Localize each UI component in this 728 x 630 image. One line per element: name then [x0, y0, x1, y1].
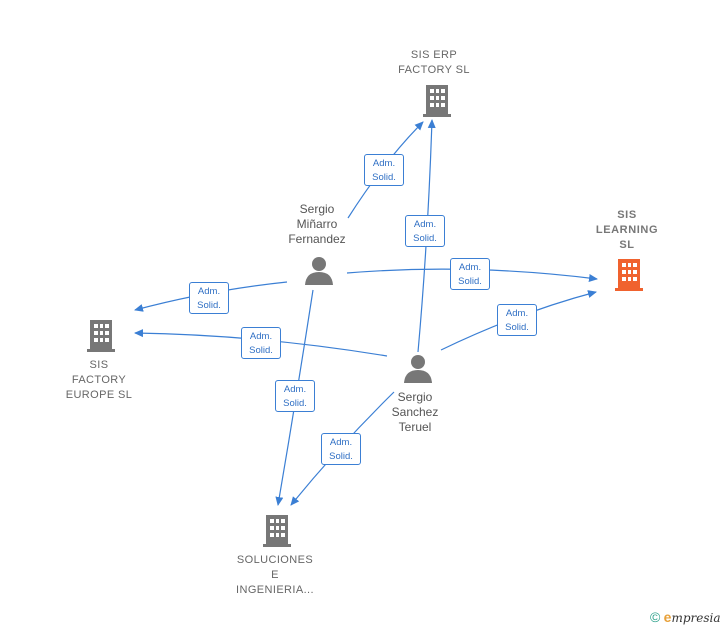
edge-label-minarro-erp: Adm. Solid.	[364, 154, 404, 186]
edge-label-sanchez-factory: Adm. Solid.	[241, 327, 281, 359]
node-label-sergio-minarro[interactable]: Sergio Miñarro Fernandez	[288, 202, 346, 246]
edge-label-sanchez-erp: Adm. Solid.	[405, 215, 445, 247]
empresia-logo-text: mpresia	[671, 611, 721, 625]
copyright-icon: ©	[650, 609, 661, 625]
person-icon	[305, 257, 333, 285]
node-label-soluciones[interactable]: SOLUCIONES E INGENIERIA...	[236, 554, 314, 596]
edge-label-sanchez-learning: Adm. Solid.	[497, 304, 537, 336]
node-label-sergio-sanchez[interactable]: Sergio Sanchez Teruel	[391, 390, 439, 434]
empresia-logo-initial: e	[663, 609, 672, 625]
building-icon	[87, 320, 115, 352]
empresia-watermark[interactable]: © empresia	[650, 609, 721, 625]
node-label-sis-factory-europe[interactable]: SIS FACTORY EUROPE SL	[65, 359, 133, 401]
building-icon	[615, 259, 643, 291]
edge-label-minarro-factory: Adm. Solid.	[189, 282, 229, 314]
node-label-sis-learning[interactable]: SIS LEARNING SL	[595, 209, 659, 251]
building-icon	[263, 515, 291, 547]
node-label-sis-erp[interactable]: SIS ERP FACTORY SL	[398, 49, 470, 76]
edge-label-minarro-soluciones: Adm. Solid.	[275, 380, 315, 412]
edge-label-minarro-learning: Adm. Solid.	[450, 258, 490, 290]
person-icon	[404, 355, 432, 383]
building-icon	[423, 85, 451, 117]
edge-label-sanchez-soluciones: Adm. Solid.	[321, 433, 361, 465]
